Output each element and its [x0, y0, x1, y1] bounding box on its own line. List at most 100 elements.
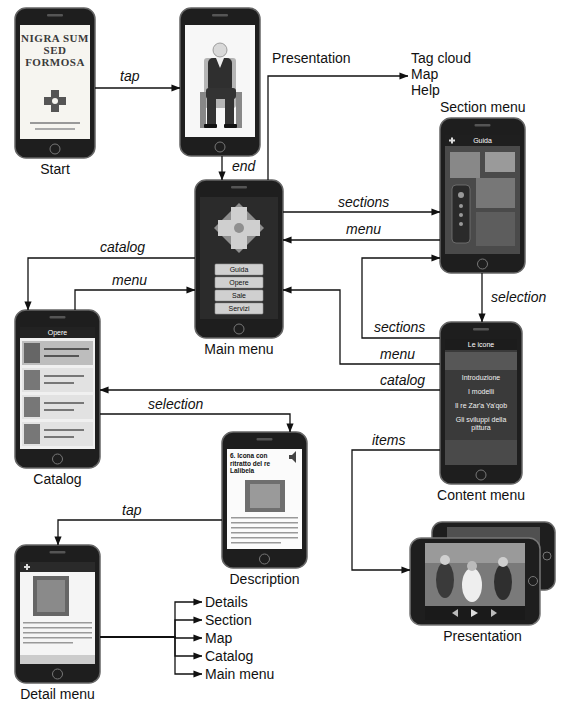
phone-catalog-part — [44, 375, 84, 377]
screen-label: Presentation — [443, 628, 522, 644]
phone-catalog-part — [44, 348, 89, 350]
target-label: Map — [411, 66, 471, 82]
screen-text: Guida — [215, 265, 263, 274]
phone-description-part — [260, 554, 270, 564]
screen-label: Presentation — [272, 50, 351, 66]
target-label: Catalog — [205, 648, 253, 664]
screen-label: Section menu — [440, 99, 526, 115]
flow-arrow — [100, 602, 202, 637]
phone-catalog-part — [15, 310, 100, 468]
phone-catalog-part — [24, 424, 40, 444]
phone-detail-menu-part — [15, 545, 100, 683]
flow-arrow — [100, 389, 440, 390]
screen-label: Content menu — [437, 487, 525, 503]
screen-label: Catalog — [33, 471, 81, 487]
flow-arrow — [283, 290, 440, 364]
phone-main-menu-part — [234, 324, 244, 334]
phone-screen: Main menuGuidaOpereSaleServizi — [195, 180, 283, 338]
phone-catalog-part — [22, 422, 93, 446]
phone-video-presentation-part — [452, 609, 458, 617]
menu-target: Details — [202, 594, 250, 610]
phone-start-part — [35, 128, 75, 130]
phone-section-menu-part — [452, 185, 470, 243]
edge-label: items — [370, 432, 407, 448]
target-label: Map — [205, 630, 232, 646]
phone-content-menu-part — [445, 339, 517, 465]
flow-arrow — [362, 258, 440, 338]
phone-catalog-part — [44, 355, 79, 357]
screen-label: Main menu — [204, 341, 273, 357]
screen-label: Detail menu — [20, 686, 95, 702]
phone-screen: Presentation — [410, 522, 555, 625]
phone-detail-menu-part — [33, 576, 69, 616]
phone-description-part — [227, 449, 302, 549]
edge-label: catalog — [378, 372, 427, 388]
phone-content-menu-part — [473, 328, 489, 331]
phone-description-part — [231, 537, 298, 539]
phone-presentation-part — [180, 8, 260, 156]
phone-content-menu-part — [445, 352, 517, 370]
phone-presentation-part — [213, 43, 227, 57]
phone-section-menu-part — [445, 135, 520, 146]
phone-screen: Content menuLe iconeIntroduzioneI modell… — [440, 322, 522, 484]
flow-arrow — [100, 637, 202, 674]
target-label: Tag cloud — [411, 50, 471, 66]
phone-presentation-part — [204, 124, 217, 128]
edge-label: tap — [120, 502, 143, 518]
phone-start-part — [51, 90, 59, 112]
flow-arrow — [283, 239, 440, 240]
flow-arrow — [268, 76, 408, 180]
phone-presentation-part — [207, 97, 216, 125]
phone-detail-menu-part — [20, 562, 95, 664]
phone-description-part — [231, 522, 298, 524]
phone-detail-menu-part — [23, 642, 73, 644]
phone-main-menu-part — [215, 303, 263, 314]
screen-text: Le icone — [445, 340, 517, 349]
phone-video-presentation-part — [529, 577, 538, 586]
phone-screen: CatalogOpere — [15, 310, 100, 468]
phone-section-menu-part — [458, 192, 464, 198]
phone-main-menu-part — [214, 203, 264, 253]
screen-label: Start — [40, 161, 70, 177]
phone-screen: StartNIGRA SUM SED FORMOSA — [15, 8, 95, 158]
phone-start-part — [50, 144, 60, 154]
phone-video-presentation-part — [467, 561, 477, 571]
phone-catalog-part — [20, 327, 95, 449]
flow-arrow — [221, 156, 222, 180]
phone-catalog-part — [22, 341, 93, 365]
phone-content-menu-part — [440, 322, 522, 484]
phone-video-presentation-part — [543, 552, 551, 560]
phone-detail-menu-part — [37, 580, 65, 612]
phone-catalog-part — [24, 343, 40, 363]
phone-catalog-part — [44, 402, 84, 404]
phone-video-presentation-part — [471, 609, 478, 617]
phone-description — [222, 432, 307, 568]
phone-start-part — [30, 122, 80, 124]
phone-presentation-part — [208, 58, 232, 92]
phone-start-part — [47, 14, 63, 17]
phone-section-menu-part — [450, 152, 480, 178]
screen-text: Gli sviluppi della pittura — [448, 416, 514, 432]
phone-detail-menu-part — [23, 637, 92, 639]
phone-screen: Detail menu — [15, 545, 100, 683]
screen-label: Description — [229, 571, 299, 587]
phone-main-menu-part — [234, 223, 244, 233]
screen-text: Sale — [215, 291, 263, 300]
phone-video-presentation-part — [494, 564, 512, 600]
phone-catalog-part — [44, 436, 74, 438]
phone-section-menu-part — [445, 135, 520, 254]
phone-screen: Section menuGuida — [440, 118, 525, 273]
phone-content-menu-part — [445, 440, 517, 465]
phone-video-presentation-part — [425, 543, 525, 620]
phone-main-menu-part — [215, 290, 263, 301]
phone-start-part — [15, 8, 95, 158]
phone-main-menu-part — [231, 186, 247, 189]
phone-catalog-part — [44, 382, 74, 384]
phone-catalog-part — [44, 409, 74, 411]
edge-label: menu — [378, 346, 417, 362]
phone-video-presentation-part — [491, 609, 497, 617]
phone-detail-menu-part — [50, 551, 66, 554]
screen-text: Guida — [445, 136, 520, 145]
phone-section-menu-part — [459, 204, 463, 208]
edge-label: tap — [118, 68, 141, 84]
